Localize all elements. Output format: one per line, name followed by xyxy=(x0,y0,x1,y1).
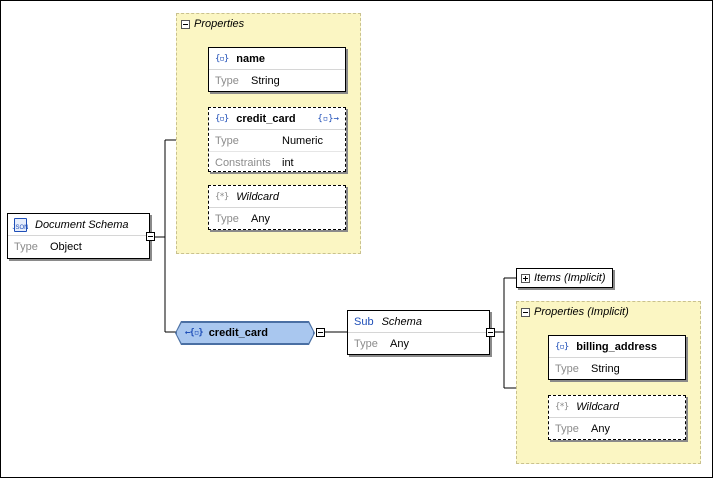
type-value: Any xyxy=(390,337,409,350)
root-schema-header: JSON Document Schema xyxy=(8,214,149,236)
root-type-row: Type Object xyxy=(8,236,149,257)
collapse-icon[interactable] xyxy=(181,19,190,29)
type-label: Type xyxy=(14,240,38,253)
property-header: {▫} credit_card {▫}→ xyxy=(209,108,345,130)
property-wildcard-node[interactable]: {*} Wildcard Type Any xyxy=(208,185,346,230)
constraints-label: Constraints xyxy=(215,156,271,169)
wildcard-icon: {*} xyxy=(215,191,229,202)
property-header: {*} Wildcard xyxy=(209,186,345,208)
expand-icon[interactable] xyxy=(521,273,530,283)
subschema-prefix: Sub xyxy=(354,315,374,328)
definition-credit-card-node[interactable]: ←{▫} credit_card xyxy=(176,322,314,344)
property-wildcard-implicit-node[interactable]: {*} Wildcard Type Any xyxy=(548,395,686,440)
type-value: Object xyxy=(50,240,82,253)
definition-name: credit_card xyxy=(208,327,268,339)
property-name: Wildcard xyxy=(576,400,619,413)
property-header: {▫} billing_address xyxy=(549,336,685,358)
properties-implicit-label: Properties (Implicit) xyxy=(534,306,629,318)
type-label: Type xyxy=(215,134,239,147)
properties-group-label: Properties xyxy=(194,18,245,30)
root-collapse-toggle[interactable] xyxy=(146,232,155,241)
definition-collapse-toggle[interactable] xyxy=(316,328,325,337)
type-label: Type xyxy=(555,362,579,375)
property-name: billing_address xyxy=(576,340,657,353)
type-value: String xyxy=(591,362,620,375)
subschema-type-row: Type Any xyxy=(348,333,489,354)
object-icon: {▫} xyxy=(555,341,569,352)
subschema-node[interactable]: Sub Schema Type Any xyxy=(347,310,490,355)
collapse-icon[interactable] xyxy=(521,307,530,317)
reference-arrow-icon: ←{▫} xyxy=(185,328,203,338)
subschema-header: Sub Schema xyxy=(348,311,489,333)
type-label: Type xyxy=(215,212,239,225)
property-billing-address-node[interactable]: {▫} billing_address Type String xyxy=(548,335,686,380)
items-implicit-label: Items (Implicit) xyxy=(534,272,606,284)
property-constraints-row: Constraints int xyxy=(209,151,345,173)
property-type-row: Type Numeric xyxy=(209,130,345,151)
type-label: Type xyxy=(354,337,378,350)
property-header: {*} Wildcard xyxy=(549,396,685,418)
object-icon: {▫} xyxy=(215,53,229,64)
property-type-row: Type Any xyxy=(549,418,685,439)
property-type-row: Type String xyxy=(549,358,685,379)
property-name: credit_card xyxy=(236,112,296,125)
property-name-node[interactable]: {▫} name Type String xyxy=(208,47,346,92)
reference-arrow-icon: {▫}→ xyxy=(317,113,339,124)
property-type-row: Type Any xyxy=(209,208,345,229)
items-implicit-node[interactable]: Items (Implicit) xyxy=(516,268,613,288)
root-schema-title: Document Schema xyxy=(35,218,129,231)
property-name: Wildcard xyxy=(236,190,279,203)
type-value: String xyxy=(251,74,280,87)
json-file-icon: JSON xyxy=(13,217,29,232)
property-credit-card-node[interactable]: {▫} credit_card {▫}→ Type Numeric Constr… xyxy=(208,107,346,172)
property-name: name xyxy=(236,52,266,65)
constraints-value: int xyxy=(282,156,294,169)
subschema-collapse-toggle[interactable] xyxy=(486,328,495,337)
type-value: Numeric xyxy=(282,134,323,147)
wildcard-icon: {*} xyxy=(555,401,569,412)
subschema-title: Schema xyxy=(381,315,422,328)
properties-group-header: Properties xyxy=(181,18,244,30)
object-icon: {▫} xyxy=(215,113,229,124)
properties-implicit-header: Properties (Implicit) xyxy=(521,306,629,318)
type-label: Type xyxy=(555,422,579,435)
type-value: Any xyxy=(591,422,610,435)
property-header: {▫} name xyxy=(209,48,345,70)
type-value: Any xyxy=(251,212,270,225)
root-schema-node[interactable]: JSON Document Schema Type Object xyxy=(7,213,150,259)
type-label: Type xyxy=(215,74,239,87)
property-type-row: Type String xyxy=(209,70,345,91)
